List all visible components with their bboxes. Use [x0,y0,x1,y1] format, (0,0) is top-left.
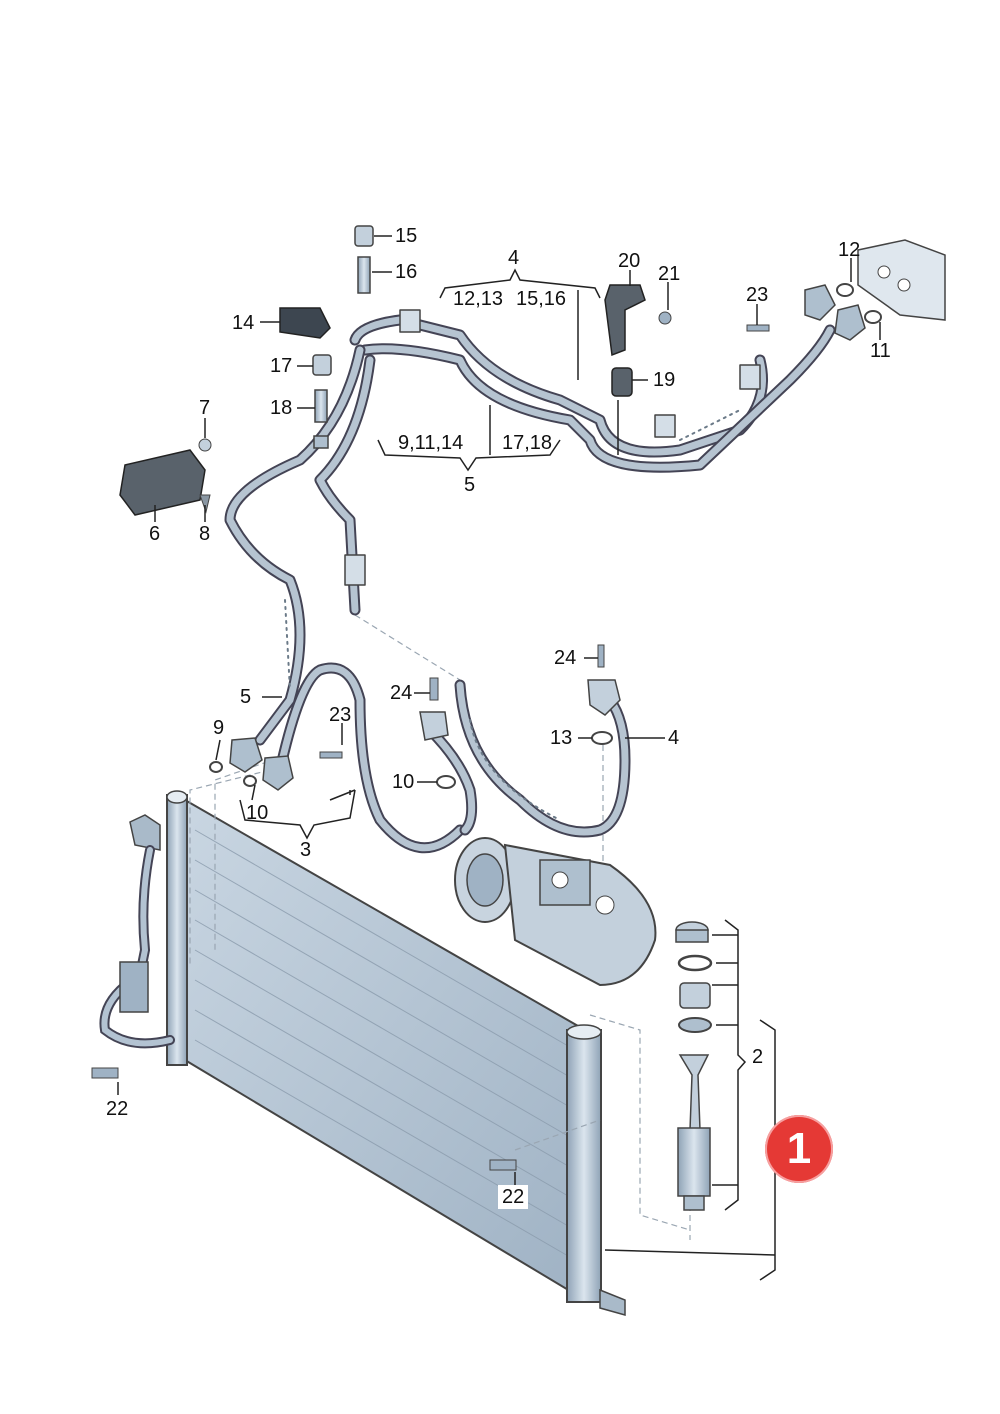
callout-17-18: 17,18 [502,432,553,454]
callout-15-16: 15,16 [516,288,567,310]
callout-22-center: 22 [498,1185,529,1209]
callout-20: 20 [618,250,641,272]
sensors-and-valves [91,225,946,1171]
upper-refrigerant-lines [224,309,836,746]
callout-12-13: 12,13 [453,288,504,310]
position-badge: 1 [765,1115,833,1183]
callout-5-top: 5 [464,474,476,496]
callout-15: 15 [395,225,418,247]
dryer-insert-parts [675,921,713,1211]
lower-refrigerant-lines [274,662,631,854]
callout-10-left: 10 [246,802,269,824]
callout-8: 8 [199,523,211,545]
callout-19: 19 [653,369,676,391]
callout-12: 12 [838,239,861,261]
callout-3: 3 [300,839,312,861]
callout-2: 2 [752,1046,764,1068]
callout-23-mid: 23 [329,704,352,726]
callout-21: 21 [658,263,681,285]
callout-24-right: 24 [554,647,577,669]
callout-17: 17 [270,355,293,377]
callout-13: 13 [550,727,573,749]
callout-9-11-14: 9,11,14 [398,432,464,454]
callout-11: 11 [870,340,891,362]
callout-7: 7 [199,397,211,419]
condenser [99,790,626,1316]
callout-18: 18 [270,397,293,419]
callout-6: 6 [149,523,161,545]
callout-10-right: 10 [392,771,415,793]
callout-24-left: 24 [390,682,413,704]
compressor [454,837,657,987]
callout-16: 16 [395,261,418,283]
callout-9: 9 [213,717,225,739]
guide-lines [189,614,691,1240]
callout-4-right: 4 [668,727,680,749]
callout-5-left: 5 [240,686,252,708]
callout-4-top: 4 [508,247,520,269]
callout-22-left: 22 [106,1098,129,1120]
callout-23-top: 23 [746,284,769,306]
callout-14: 14 [232,312,255,334]
